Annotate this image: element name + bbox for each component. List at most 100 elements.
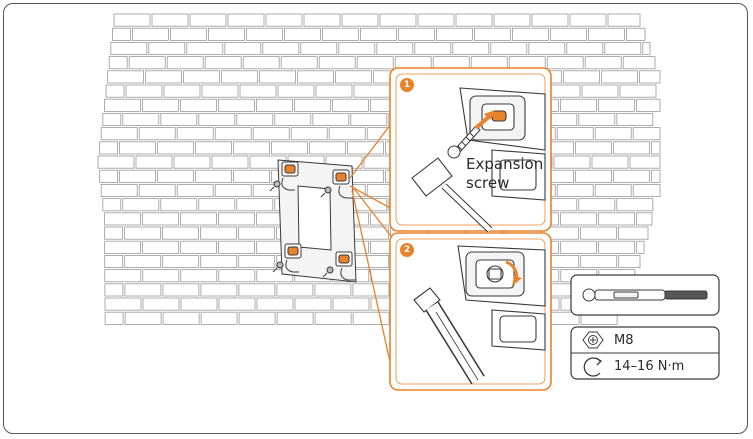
brick <box>125 284 161 296</box>
brick <box>266 14 302 26</box>
brick <box>177 184 213 196</box>
brick <box>298 71 334 83</box>
brick <box>246 28 282 40</box>
brick <box>219 241 255 253</box>
brick <box>557 184 593 196</box>
brick <box>342 14 378 26</box>
brick <box>105 270 141 282</box>
brick <box>125 312 161 324</box>
brick <box>225 42 261 54</box>
brick <box>136 156 172 168</box>
brick <box>105 284 123 296</box>
brick <box>239 227 275 239</box>
brick <box>599 241 635 253</box>
brick <box>125 227 161 239</box>
brick <box>190 14 226 26</box>
brick <box>332 99 368 111</box>
brick <box>398 28 434 40</box>
brick <box>161 113 197 125</box>
brick <box>142 213 178 225</box>
brick <box>353 284 389 296</box>
brick <box>201 284 237 296</box>
brick <box>617 199 653 211</box>
brick <box>111 42 147 54</box>
brick <box>313 113 349 125</box>
brick <box>304 14 340 26</box>
brick <box>237 113 273 125</box>
brick <box>215 184 251 196</box>
brick <box>471 57 507 69</box>
brick <box>170 28 206 40</box>
torque-wrench-icon <box>583 289 707 301</box>
brick <box>652 142 660 154</box>
brick <box>164 85 200 97</box>
brick <box>316 85 352 97</box>
brick <box>263 42 299 54</box>
brick <box>112 28 130 40</box>
brick <box>333 298 369 310</box>
brick <box>275 113 311 125</box>
brick <box>301 42 337 54</box>
brick <box>608 14 640 26</box>
brick <box>567 42 603 54</box>
brick <box>158 142 194 154</box>
brick <box>105 312 123 324</box>
brick <box>509 57 545 69</box>
brick <box>181 270 217 282</box>
brick <box>640 71 660 83</box>
brick <box>579 113 615 125</box>
brick <box>564 71 600 83</box>
brick <box>126 85 162 97</box>
brick <box>588 28 624 40</box>
brick <box>315 312 351 324</box>
brick <box>598 213 634 225</box>
brick <box>560 99 596 111</box>
brick <box>239 255 275 267</box>
brick <box>602 71 638 83</box>
brick <box>433 57 469 69</box>
brick <box>100 170 118 182</box>
brick <box>595 128 631 140</box>
brick <box>550 28 586 40</box>
brick <box>123 113 159 125</box>
brick <box>491 42 527 54</box>
brick <box>453 42 489 54</box>
brick <box>142 99 178 111</box>
mounting-bracket <box>270 160 356 282</box>
brick <box>125 255 161 267</box>
brick <box>201 227 237 239</box>
brick <box>114 14 150 26</box>
brick <box>617 113 653 125</box>
brick <box>109 57 127 69</box>
brick <box>284 28 320 40</box>
brick <box>652 170 660 182</box>
brick <box>105 298 141 310</box>
brick <box>143 298 179 310</box>
brick <box>143 270 179 282</box>
step-2-badge: 2 <box>400 243 414 257</box>
brick <box>636 99 660 111</box>
brick <box>212 156 248 168</box>
brick <box>636 213 652 225</box>
brick <box>180 99 216 111</box>
brick <box>199 113 235 125</box>
brick <box>215 128 251 140</box>
brick <box>272 142 308 154</box>
brick <box>456 14 492 26</box>
brick <box>163 284 199 296</box>
brick <box>380 14 416 26</box>
brick <box>120 142 156 154</box>
brick <box>181 298 217 310</box>
brick <box>576 170 612 182</box>
brick <box>633 128 660 140</box>
brick <box>149 42 185 54</box>
brick <box>395 57 431 69</box>
brick <box>208 28 244 40</box>
brick <box>205 57 241 69</box>
brick <box>623 57 655 69</box>
brick <box>576 142 612 154</box>
brick <box>637 241 644 253</box>
brick <box>633 184 660 196</box>
brick <box>174 156 210 168</box>
brick <box>196 142 232 154</box>
